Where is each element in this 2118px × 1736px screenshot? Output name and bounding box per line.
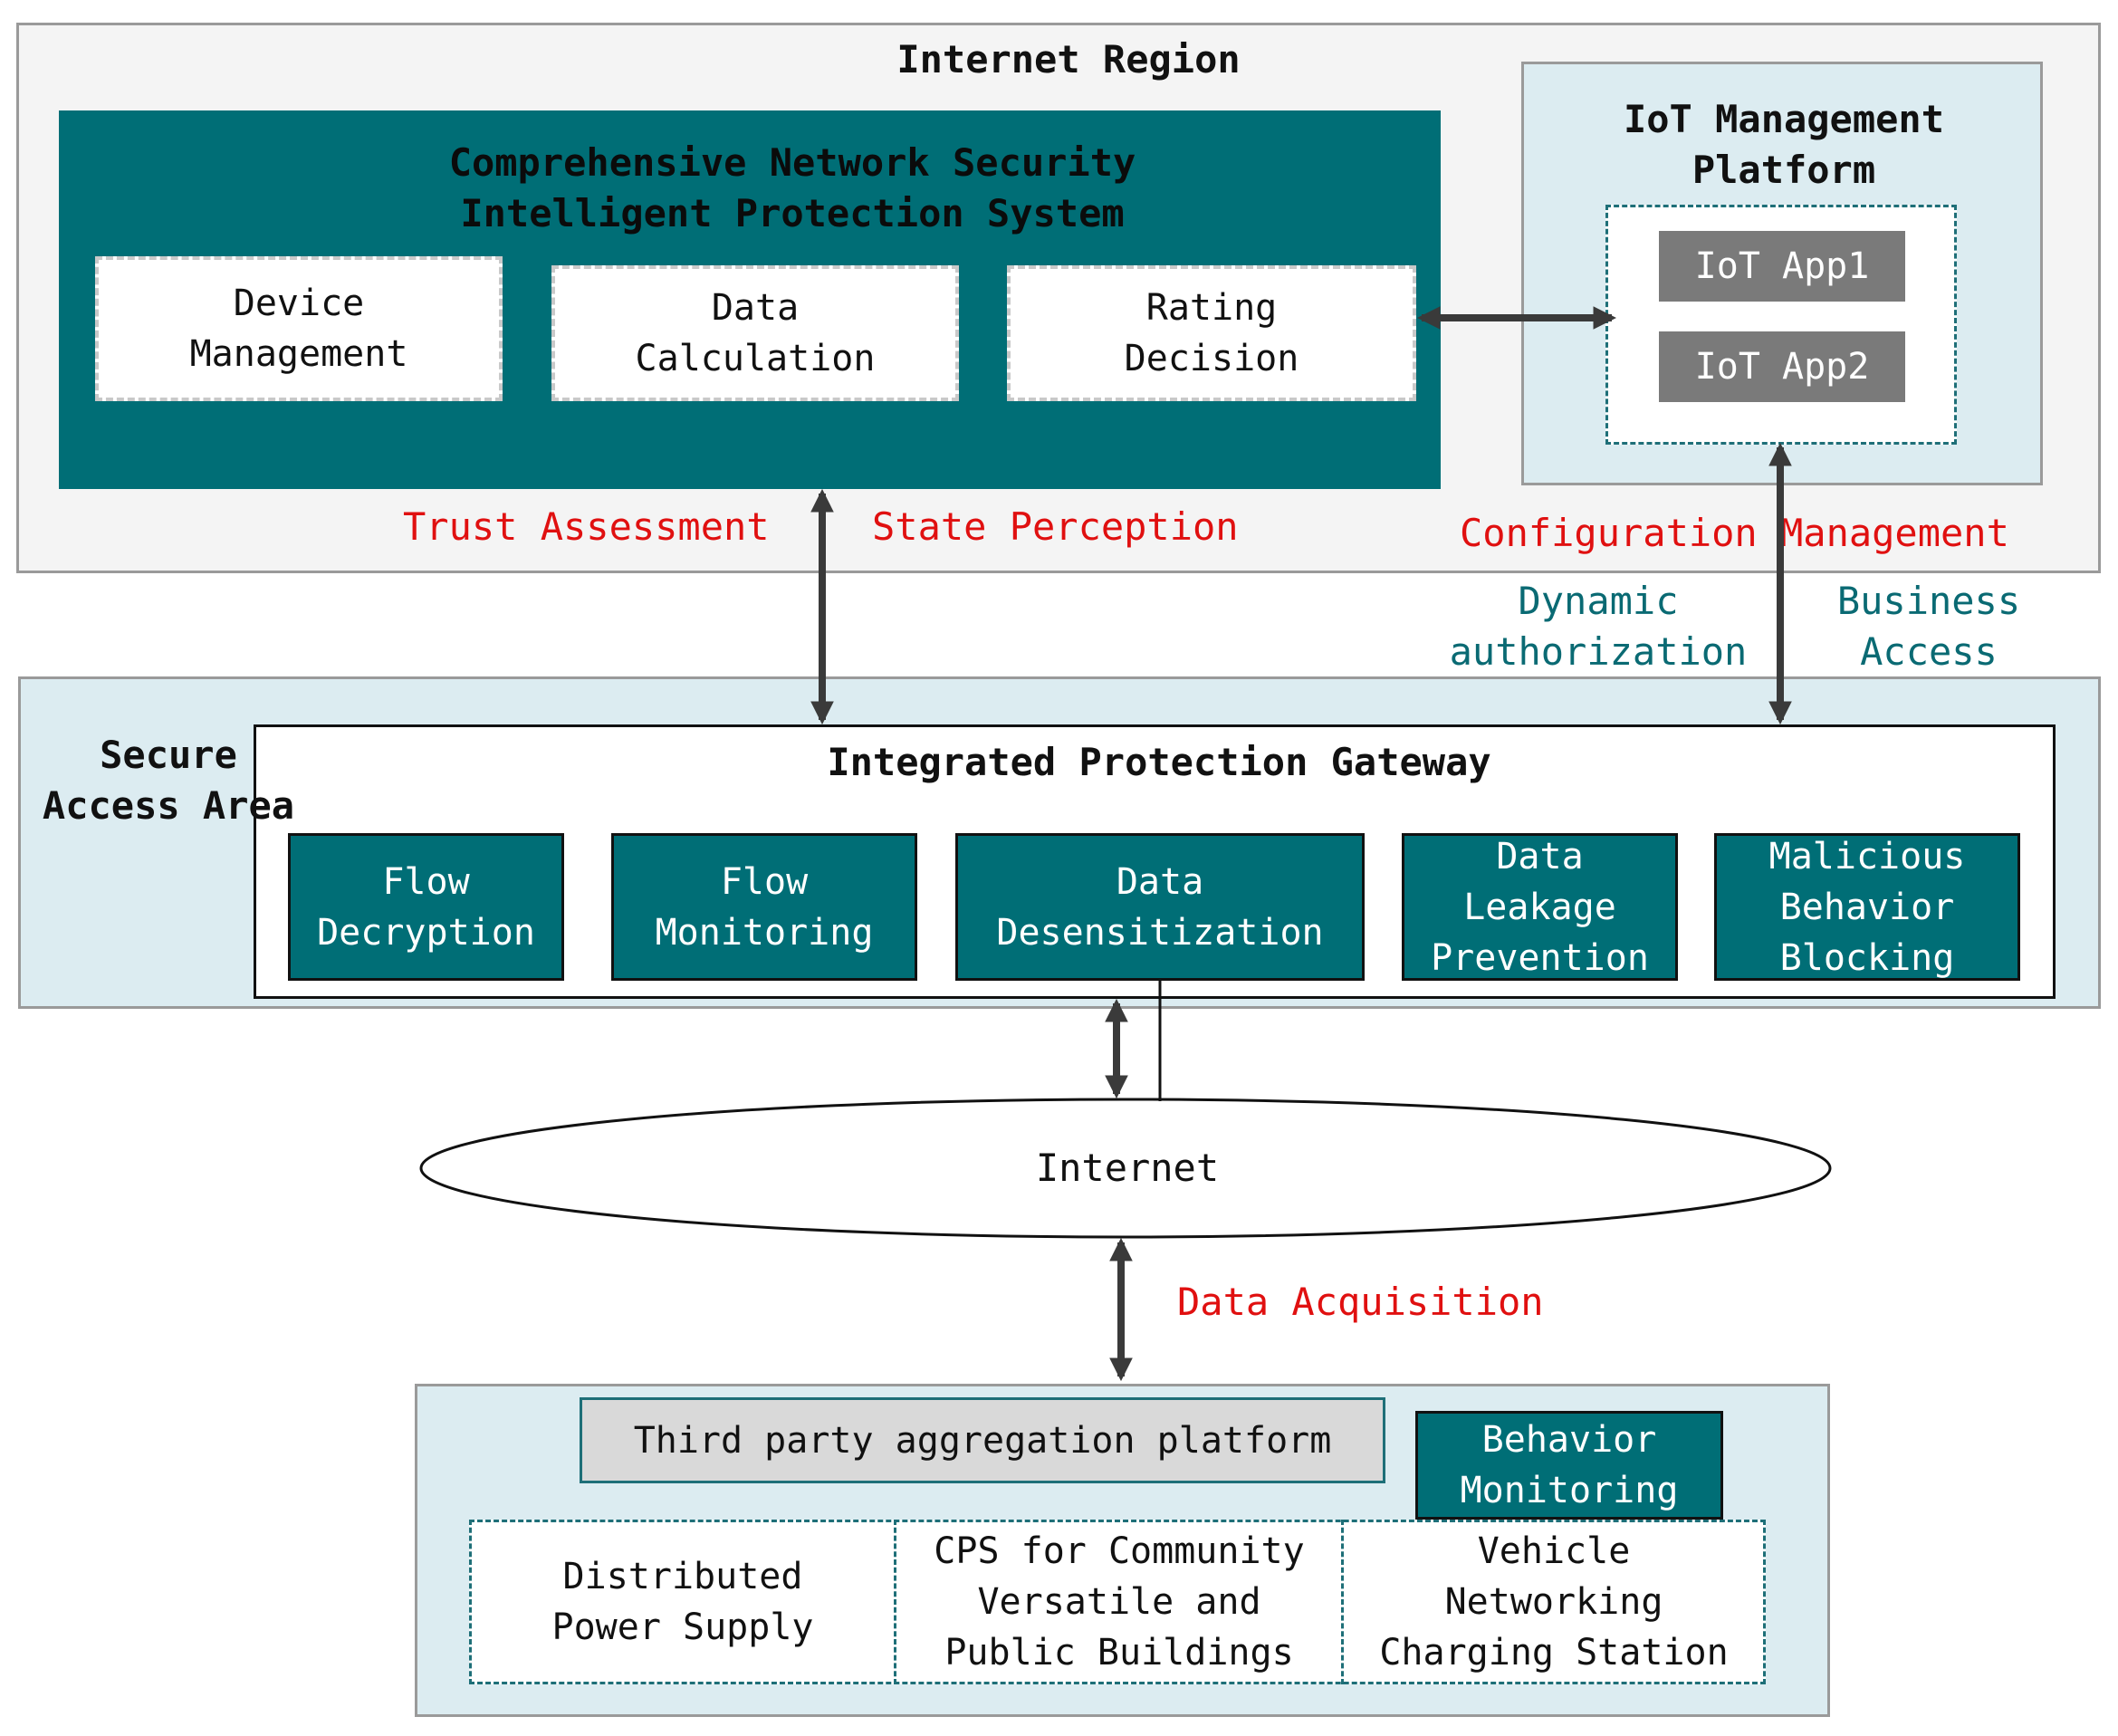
label-trust-assessment: Trust Assessment bbox=[403, 504, 770, 549]
function-data-desensitization: Data Desensitization bbox=[955, 833, 1365, 981]
internet-ellipse bbox=[419, 1098, 1832, 1239]
third-party-aggregation-platform: Third party aggregation platform bbox=[580, 1397, 1385, 1483]
function-data-leakage-prevention: Data Leakage Prevention bbox=[1402, 833, 1678, 981]
function-flow-decryption: Flow Decryption bbox=[288, 833, 564, 981]
internet-region-title: Internet Region bbox=[896, 37, 1241, 82]
behavior-monitoring: Behavior Monitoring bbox=[1415, 1411, 1723, 1520]
facility-distributed-power-supply: Distributed Power Supply bbox=[551, 1556, 814, 1648]
secure-access-area-title: Secure Access Area bbox=[42, 733, 295, 828]
facilities-container bbox=[469, 1520, 1766, 1684]
facility-cps-community: CPS for Community Versatile and Public B… bbox=[934, 1530, 1305, 1674]
iot-app2: IoT App2 bbox=[1659, 331, 1905, 402]
facility-vehicle-charging-station: Vehicle Networking Charging Station bbox=[1379, 1530, 1729, 1674]
gateway-title: Integrated Protection Gateway bbox=[827, 740, 1491, 784]
label-dynamic-authorization: Dynamic authorization bbox=[1449, 579, 1748, 674]
protection-system-title: Comprehensive Network Security Intellige… bbox=[448, 140, 1136, 235]
facility-divider-1 bbox=[894, 1520, 896, 1684]
module-rating-decision: Rating Decision bbox=[1007, 265, 1416, 401]
iot-platform-title: IoT Management Platform bbox=[1623, 97, 1944, 192]
label-configuration-management: Configuration Management bbox=[1460, 511, 2009, 555]
function-malicious-behavior-blocking: Malicious Behavior Blocking bbox=[1714, 833, 2020, 981]
iot-app1: IoT App1 bbox=[1659, 231, 1905, 302]
label-data-acquisition: Data Acquisition bbox=[1177, 1280, 1544, 1324]
internet-label: Internet bbox=[1035, 1146, 1220, 1190]
function-flow-monitoring: Flow Monitoring bbox=[611, 833, 917, 981]
label-state-perception: State Perception bbox=[872, 504, 1239, 549]
facility-divider-2 bbox=[1341, 1520, 1344, 1684]
label-business-access: Business Access bbox=[1836, 579, 2021, 674]
module-device-management: Device Management bbox=[95, 256, 503, 401]
module-data-calculation: Data Calculation bbox=[551, 265, 959, 401]
